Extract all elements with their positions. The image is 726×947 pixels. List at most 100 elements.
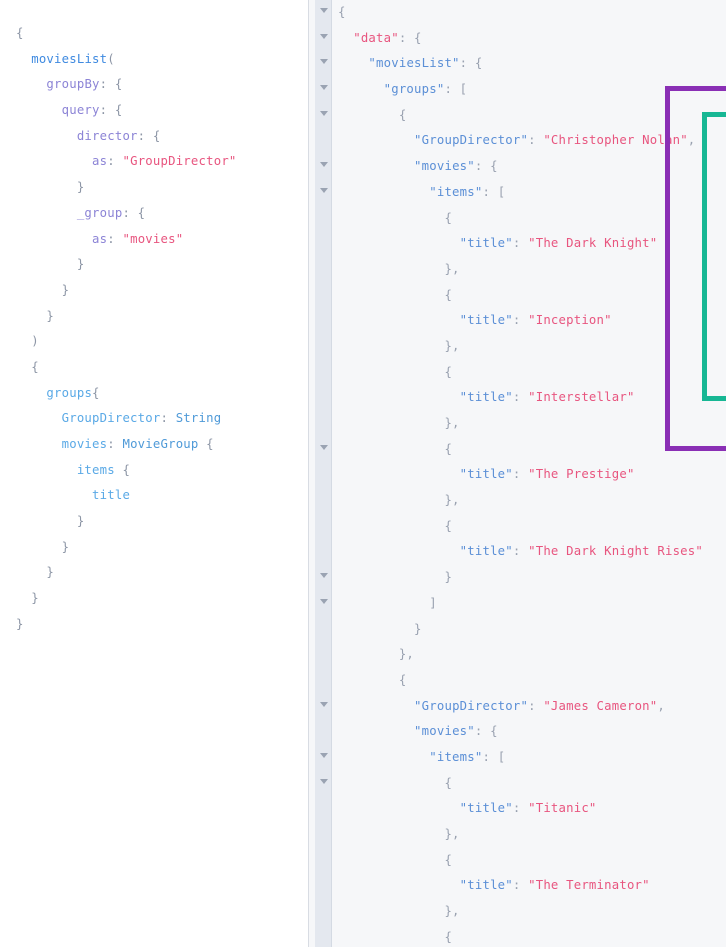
response-token: : [512,390,529,405]
response-line: "title": "The Dark Knight Rises" [332,539,726,565]
response-line: "moviesList": { [332,51,726,77]
query-line: director: { [0,124,308,150]
query-token: moviesList [31,51,108,66]
fold-triangle-icon[interactable] [318,56,329,67]
query-token: String [175,411,222,426]
query-line: moviesList( [0,47,308,73]
query-token: } [16,616,24,631]
response-token: "title" [459,313,513,328]
response-viewer-pane[interactable]: { "data": { "moviesList": { "groups": [ … [309,0,726,947]
response-line: } [332,617,726,643]
query-token [16,129,77,143]
fold-triangle-icon[interactable] [318,570,329,581]
query-line: } [0,612,308,638]
response-token: "The Prestige" [528,467,635,482]
query-token: director [76,128,138,143]
fold-triangle-icon[interactable] [318,596,329,607]
response-token: "items" [429,749,483,764]
response-code-block[interactable]: { "data": { "moviesList": { "groups": [ … [332,0,726,947]
query-line: ) [0,329,308,355]
response-line: { [332,848,726,874]
query-line: } [0,560,308,586]
fold-triangle-icon[interactable] [318,108,329,119]
response-token [338,750,429,764]
query-token: "GroupDirector" [122,154,237,169]
response-token: "Titanic" [528,801,597,816]
response-line: }, [332,642,726,668]
query-token: { [16,26,24,40]
response-token: }, [338,827,460,841]
fold-triangle-icon[interactable] [318,82,329,93]
query-token: MovieGroup [122,437,199,451]
response-token: }, [338,904,460,919]
fold-triangle-icon[interactable] [318,776,329,787]
query-token: : [107,154,123,169]
query-line: groupBy: { [0,72,308,98]
response-token: "Interstellar" [528,390,635,405]
query-token: query [61,103,100,118]
response-token: : { [398,30,422,45]
query-token: } [16,514,85,529]
response-token [338,56,368,70]
response-token: "moviesList" [368,56,460,71]
response-token [338,390,460,404]
response-token: "GroupDirector" [414,698,529,713]
query-code-block[interactable]: { moviesList( groupBy: { query: { direct… [0,21,308,638]
query-line: { [0,21,308,47]
response-token: "movies" [414,159,475,174]
response-token [338,31,353,45]
response-token: "Christopher Nolan" [543,133,688,148]
query-token: } [16,308,55,323]
response-line: "movies": { [332,719,726,745]
response-token: : [512,467,529,482]
query-line: movies: MovieGroup { [0,432,308,458]
query-token [16,206,77,220]
query-token: } [16,257,85,272]
response-line: "GroupDirector": "Christopher Nolan", [332,128,726,154]
fold-triangle-icon[interactable] [318,699,329,710]
response-token: : { [459,56,483,71]
response-line: "data": { [332,26,726,52]
fold-triangle-icon[interactable] [318,442,329,453]
fold-gutter[interactable] [315,0,332,947]
response-line: { [332,206,726,232]
query-editor-pane[interactable]: { moviesList( groupBy: { query: { direct… [0,0,309,947]
query-token [16,232,92,246]
response-line: "title": "Titanic" [332,796,726,822]
query-line: } [0,252,308,278]
response-token: }, [338,261,460,276]
query-token: } [16,565,55,580]
query-line: _group: { [0,201,308,227]
response-line: "title": "Interstellar" [332,385,726,411]
response-line: }, [332,899,726,925]
response-token: { [338,929,453,944]
query-token: groups [46,385,93,400]
query-token: : { [137,128,161,143]
fold-triangle-icon[interactable] [318,31,329,42]
response-token: : [512,236,529,251]
response-token: { [338,775,453,790]
query-token [16,488,92,502]
response-token: }, [338,416,460,430]
response-token: ] [338,595,437,610]
query-token: { [198,437,214,451]
query-token: : [107,231,123,246]
response-token: : [ [482,184,506,199]
query-token: } [16,591,39,606]
response-token: "The Terminator" [528,878,650,893]
query-token: : { [122,205,146,220]
response-token: : [512,544,529,559]
fold-triangle-icon[interactable] [318,5,329,16]
response-line: "title": "The Prestige" [332,462,726,488]
query-line: items { [0,458,308,484]
response-token: } [338,621,422,636]
query-token: ) [16,334,39,349]
fold-triangle-icon[interactable] [318,185,329,196]
response-token: "title" [459,801,513,816]
response-token: : [512,878,529,893]
response-line: }, [332,411,726,437]
fold-triangle-icon[interactable] [318,159,329,170]
fold-triangle-icon[interactable] [318,750,329,761]
query-token: : [107,437,123,451]
query-token [16,52,31,66]
